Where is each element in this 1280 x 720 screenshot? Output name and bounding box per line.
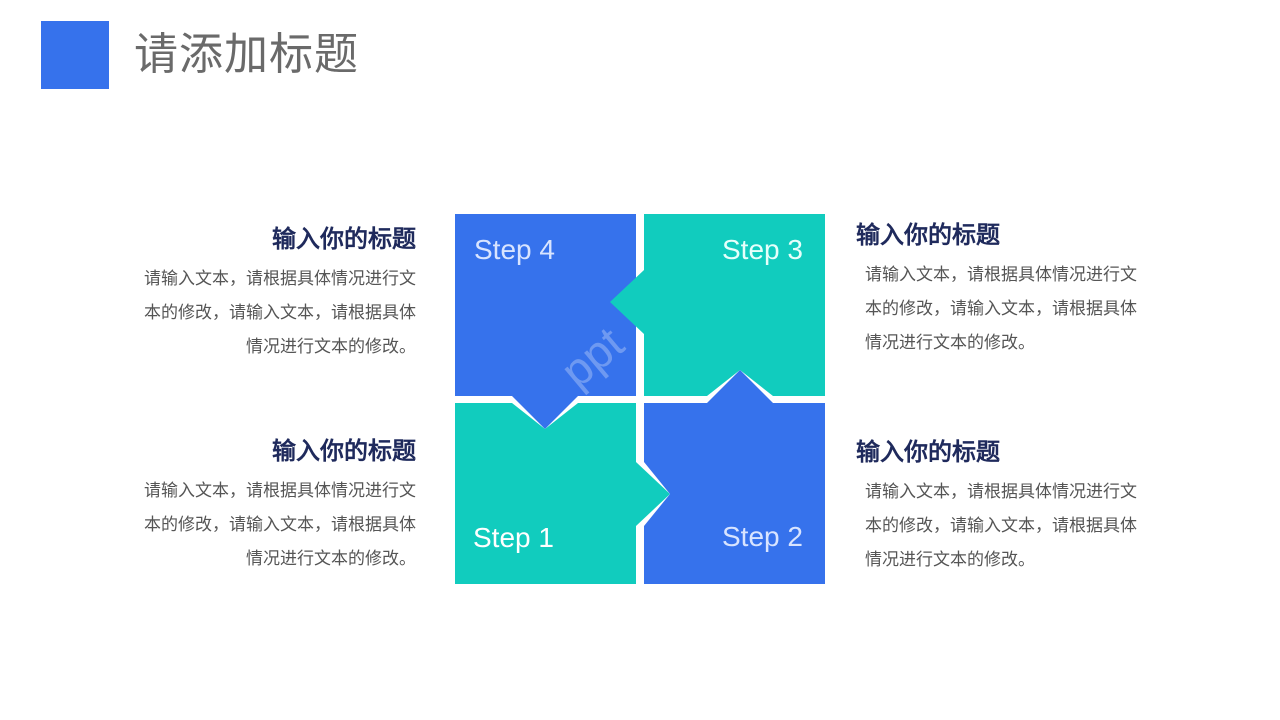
watermark: ppt — [550, 316, 634, 398]
body-line: 请输入文本，请根据具体情况进行文 — [144, 269, 416, 289]
text-block-bottom-right: 输入你的标题 请输入文本，请根据具体情况进行文 本的修改，请输入文本，请根据具体… — [856, 437, 1156, 577]
body-line: 情况进行文本的修改。 — [246, 549, 416, 569]
step-3-label: Step 3 — [722, 234, 803, 265]
text-block-bottom-left: 输入你的标题 请输入文本，请根据具体情况进行文 本的修改，请输入文本，请根据具体… — [116, 436, 416, 576]
body-line: 情况进行文本的修改。 — [865, 550, 1035, 570]
body-line: 本的修改，请输入文本，请根据具体 — [144, 303, 416, 323]
block-body: 请输入文本，请根据具体情况进行文 本的修改，请输入文本，请根据具体 情况进行文本… — [856, 258, 1156, 360]
block-heading: 输入你的标题 — [272, 437, 416, 465]
step-1-piece — [455, 403, 670, 584]
page-title: 请添加标题 — [134, 29, 359, 80]
block-heading: 输入你的标题 — [272, 225, 416, 253]
block-heading: 输入你的标题 — [856, 221, 1000, 249]
body-line: 本的修改，请输入文本，请根据具体 — [865, 516, 1137, 536]
block-body: 请输入文本，请根据具体情况进行文 本的修改，请输入文本，请根据具体 情况进行文本… — [116, 474, 416, 576]
body-line: 情况进行文本的修改。 — [865, 333, 1035, 353]
title-accent-square — [41, 21, 109, 89]
body-line: 本的修改，请输入文本，请根据具体 — [144, 515, 416, 535]
block-body: 请输入文本，请根据具体情况进行文 本的修改，请输入文本，请根据具体 情况进行文本… — [856, 475, 1156, 577]
text-block-top-right: 输入你的标题 请输入文本，请根据具体情况进行文 本的修改，请输入文本，请根据具体… — [856, 220, 1156, 360]
step-1-label: Step 1 — [473, 522, 554, 553]
block-body: 请输入文本，请根据具体情况进行文 本的修改，请输入文本，请根据具体 情况进行文本… — [116, 262, 416, 364]
body-line: 本的修改，请输入文本，请根据具体 — [865, 299, 1137, 319]
body-line: 请输入文本，请根据具体情况进行文 — [865, 482, 1137, 502]
step-4-label: Step 4 — [474, 234, 555, 265]
body-line: 请输入文本，请根据具体情况进行文 — [144, 481, 416, 501]
body-line: 请输入文本，请根据具体情况进行文 — [865, 265, 1137, 285]
body-line: 情况进行文本的修改。 — [246, 337, 416, 357]
step-2-label: Step 2 — [722, 521, 803, 552]
text-block-top-left: 输入你的标题 请输入文本，请根据具体情况进行文 本的修改，请输入文本，请根据具体… — [116, 224, 416, 364]
block-heading: 输入你的标题 — [856, 438, 1000, 466]
